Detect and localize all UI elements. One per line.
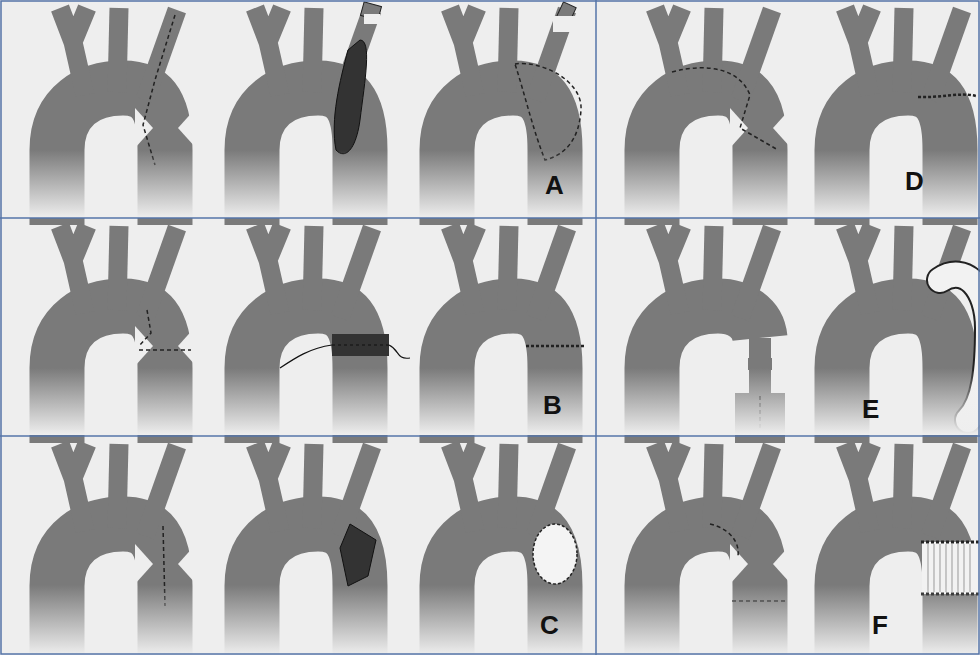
panel-letter: D [905, 168, 924, 194]
panel-letter: F [872, 612, 888, 638]
panel-letter: E [862, 396, 879, 422]
panel-letter: A [545, 172, 564, 198]
panel-letter: C [540, 612, 559, 638]
panel-letter: B [543, 392, 562, 418]
